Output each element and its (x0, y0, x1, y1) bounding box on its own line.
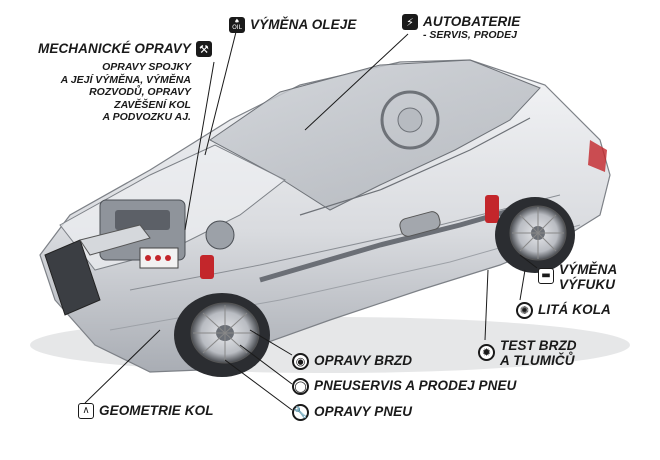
front-grille (44, 239, 101, 316)
battery-bolt-icon: ⚡ (402, 14, 418, 30)
mechanical-line-3: ROZVODŮ, OPRAVY (89, 86, 191, 98)
wheel-geometry-label: GEOMETRIE KOL (99, 403, 214, 418)
brake-caliper-icon: ◉ (292, 353, 309, 370)
exhaust-pipe-icon: ▬ (538, 268, 554, 284)
callout-mechanical-repairs: MECHANICKÉ OPRAVY OPRAVY SPOJKY A JEJÍ V… (38, 41, 212, 124)
callout-brake-test: ✹ TEST BRZD A TLUMIČŮ (478, 338, 577, 368)
mechanical-title: MECHANICKÉ OPRAVY (38, 41, 191, 56)
brake-test-line-1: TEST BRZD (500, 338, 577, 353)
callout-brake-repairs: ◉ OPRAVY BRZD (292, 353, 412, 370)
mechanical-line-1: OPRAVY SPOJKY (102, 61, 191, 73)
alloy-wheel-icon: ✺ (516, 302, 533, 319)
callout-alloy-wheels: ✺ LITÁ KOLA (516, 302, 611, 319)
tire-repair-label: OPRAVY PNEU (314, 404, 413, 419)
alloy-wheels-label: LITÁ KOLA (538, 302, 611, 317)
oil-change-label: VÝMĚNA OLEJE (250, 17, 357, 32)
exhaust-line-1: VÝMĚNA (559, 262, 618, 277)
battery-title: AUTOBATERIE (423, 14, 521, 29)
tire-icon: ◯ (292, 378, 309, 395)
brake-test-line-2: A TLUMIČŮ (500, 353, 575, 368)
rear-suspension (200, 195, 499, 279)
front-wheel (174, 293, 270, 377)
tire-service-label: PNEUSERVIS A PRODEJ PNEU (314, 378, 517, 393)
wrench-icon: ⚒ (195, 41, 212, 57)
callout-wheel-geometry: ∧ GEOMETRIE KOL (78, 403, 214, 419)
callout-oil-change: ♠OIL VÝMĚNA OLEJE (229, 17, 356, 33)
callout-exhaust: ▬ VÝMĚNA VÝFUKU (538, 262, 617, 292)
oil-icon-text: OIL (232, 24, 242, 31)
brake-disc-icon: ✹ (478, 344, 495, 361)
callout-battery: ⚡ AUTOBATERIE - SERVIS, PRODEJ (402, 14, 520, 42)
callout-tire-service: ◯ PNEUSERVIS A PRODEJ PNEU (292, 378, 516, 395)
tire-wrench-icon: 🔧 (292, 404, 309, 421)
brake-repairs-label: OPRAVY BRZD (314, 353, 413, 368)
exhaust-line-2: VÝFUKU (559, 277, 616, 292)
oil-can-icon: ♠OIL (229, 17, 245, 33)
compass-icon: ∧ (78, 403, 94, 419)
battery-sub: - SERVIS, PRODEJ (423, 29, 517, 41)
mechanical-line-5: A PODVOZKU aj. (102, 111, 191, 123)
rear-wheel (495, 197, 575, 273)
callout-tire-repair: 🔧 OPRAVY PNEU (292, 404, 412, 421)
mechanical-line-4: ZAVĚŠENÍ KOL (114, 98, 191, 111)
mechanical-line-2: A JEJÍ VÝMĚNA, VÝMĚNA (60, 73, 191, 86)
